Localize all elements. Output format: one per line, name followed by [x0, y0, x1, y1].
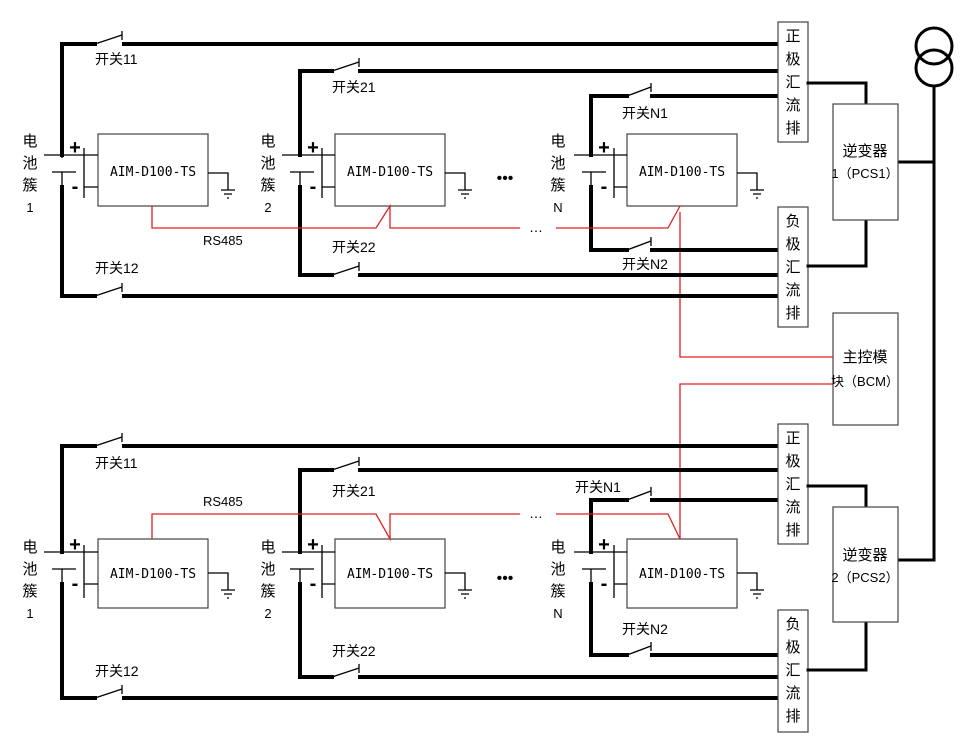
- bank-2-cluster-2-char3: 簇: [260, 582, 275, 600]
- bank-2-pos-bus-char-4: 流: [785, 499, 800, 516]
- bank-2-cluster-2-char2: 池: [260, 561, 275, 578]
- bank-1-cluster-2-char2: 池: [260, 155, 275, 172]
- bank-1-pos-bus-char-4: 流: [785, 97, 800, 114]
- bank-2-cluster-dots: •••: [497, 570, 514, 587]
- bank-1-cluster-dots: •••: [497, 170, 514, 187]
- bcm-comm-line: [679, 212, 833, 540]
- bank-2-cluster-2-char1: 电: [260, 539, 275, 556]
- bank-2-cluster-3-char1: 电: [550, 539, 565, 556]
- bank-1-cluster-3-plus-icon: +: [598, 137, 610, 159]
- bank-2-cluster-1-number: 1: [26, 606, 33, 621]
- bank-2-cluster-3-char3: 簇: [550, 582, 565, 600]
- bank-1-cluster-3-char3: 簇: [550, 176, 565, 194]
- bank-1-cluster-1-plus-icon: +: [69, 137, 81, 159]
- bank-2-pcs-label-line2: 2（PCS2）: [831, 570, 898, 585]
- bank-2-pos-bus-char-5: 排: [785, 522, 800, 539]
- bank-1-rs485-label: RS485: [203, 233, 243, 248]
- bcm-module: 主控模 块（BCM）: [831, 312, 899, 426]
- bank-2-switch-s11-label: 开关11: [95, 455, 138, 471]
- bank-2-switch-s22-label: 开关22: [332, 643, 376, 659]
- bank-1-pcs-label-line2: 1（PCS1）: [831, 166, 898, 181]
- bank-2-module-3-label: AIM-D100-TS: [639, 567, 725, 582]
- bank-1-cluster-2-char1: 电: [260, 133, 275, 150]
- bank-2-neg-bus-char-1: 负: [785, 616, 800, 633]
- bank-1-neg-bus-char-3: 汇: [785, 259, 800, 276]
- bank-1-switch-n1-label: 开关N1: [622, 105, 668, 121]
- bank-2-cluster-3-char2: 池: [550, 561, 565, 578]
- bank-2-pos-bus-char-3: 汇: [785, 476, 800, 493]
- bank-1-cluster-3-char1: 电: [550, 133, 565, 150]
- bank-2-rs485-ellipsis: …: [529, 505, 543, 521]
- bcm-label-line1: 主控模: [842, 349, 887, 366]
- bank-2-cluster-1-char3: 簇: [22, 582, 37, 600]
- bank-1-cluster-2-minus-icon: -: [310, 176, 317, 198]
- bank-2-pos-bus-char-1: 正: [785, 430, 800, 447]
- bank-2-rs485-label: RS485: [203, 494, 243, 509]
- bank-1-switch-n2-label: 开关N2: [622, 256, 668, 272]
- bank-1-cluster-1-char1: 电: [22, 133, 37, 150]
- bank-1-cluster-3-char2: 池: [550, 155, 565, 172]
- bank-2-module-1-label: AIM-D100-TS: [110, 567, 196, 582]
- bank-2-cluster-2-minus-icon: -: [310, 573, 317, 595]
- bank-1-pos-bus-char-2: 极: [785, 51, 800, 68]
- bank-1-switch-s22-label: 开关22: [332, 239, 376, 255]
- bank-2-cluster-3-minus-icon: -: [601, 573, 608, 595]
- bank-1-cluster-1-char2: 池: [22, 155, 37, 172]
- bank-2-neg-bus-char-5: 排: [785, 708, 800, 725]
- bank-2-switch-s21-label: 开关21: [332, 483, 376, 499]
- bank-1-cluster-2-char3: 簇: [260, 176, 275, 194]
- bank-2-neg-bus-char-2: 极: [785, 639, 800, 656]
- bank-1-neg-bus-char-1: 负: [785, 213, 800, 230]
- bank-1-pos-bus-char-3: 汇: [785, 74, 800, 91]
- bank-1-cluster-1-minus-icon: -: [72, 176, 79, 198]
- bank-1-rs485-ellipsis: …: [529, 219, 543, 235]
- transformer-icon: [896, 26, 954, 562]
- bank-1-neg-bus-char-2: 极: [785, 236, 800, 253]
- bank-1-cluster-1-char3: 簇: [22, 176, 37, 194]
- bank-1-cluster-3-number: N: [553, 200, 562, 215]
- bank-2-pcs-label-line1: 逆变器: [842, 547, 887, 564]
- bank-1: [44, 21, 899, 328]
- bank-1-switch-s12-label: 开关12: [95, 260, 139, 276]
- bank-2-switch-s12-label: 开关12: [95, 663, 139, 679]
- bank-2-module-2-label: AIM-D100-TS: [347, 567, 433, 582]
- bank-1-pos-bus-char-1: 正: [785, 28, 800, 45]
- bank-1-neg-bus-char-5: 排: [785, 305, 800, 322]
- bank-2-switch-n2-label: 开关N2: [622, 621, 668, 637]
- bank-2: [44, 423, 899, 733]
- bank-1-pos-bus-char-5: 排: [785, 120, 800, 137]
- bank-1-cluster-2-number: 2: [264, 200, 271, 215]
- bank-2-cluster-1-char2: 池: [22, 561, 37, 578]
- bank-1-cluster-1-number: 1: [26, 200, 33, 215]
- bank-2-switch-n1-label: 开关N1: [575, 479, 621, 495]
- bank-2-cluster-2-number: 2: [264, 606, 271, 621]
- bank-2-neg-bus-char-3: 汇: [785, 662, 800, 679]
- bank-2-neg-bus-char-4: 流: [785, 685, 800, 702]
- bank-2-cluster-1-char1: 电: [22, 539, 37, 556]
- bank-1-switch-s11-label: 开关11: [95, 51, 138, 67]
- bank-2-cluster-3-plus-icon: +: [598, 534, 610, 556]
- bank-1-cluster-2-plus-icon: +: [307, 137, 319, 159]
- bcm-label-line2: 块（BCM）: [831, 374, 899, 389]
- bank-2-cluster-2-plus-icon: +: [307, 534, 319, 556]
- bank-1-module-3-label: AIM-D100-TS: [639, 165, 725, 180]
- bank-1-cluster-3-minus-icon: -: [601, 176, 608, 198]
- bank-1-module-1-label: AIM-D100-TS: [110, 165, 196, 180]
- bank-2-cluster-1-minus-icon: -: [72, 573, 79, 595]
- bank-2-cluster-3-number: N: [553, 606, 562, 621]
- bank-1-switch-s21-label: 开关21: [332, 79, 376, 95]
- bank-2-pos-bus-char-2: 极: [785, 453, 800, 470]
- bank-1-module-2-label: AIM-D100-TS: [347, 165, 433, 180]
- bank-1-neg-bus-char-4: 流: [785, 282, 800, 299]
- bank-1-pcs-label-line1: 逆变器: [842, 143, 887, 160]
- bank-2-cluster-1-plus-icon: +: [69, 534, 81, 556]
